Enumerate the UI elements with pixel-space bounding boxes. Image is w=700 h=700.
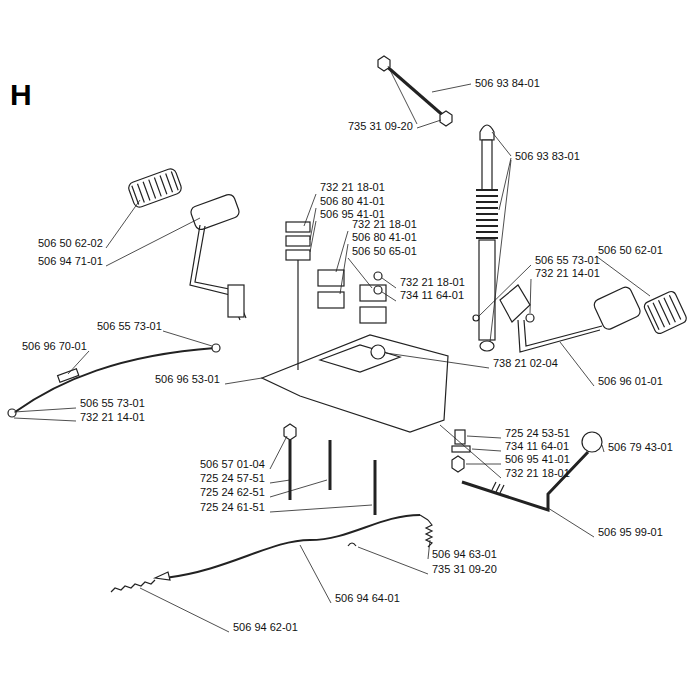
part-number: 725 24 61-51 — [200, 501, 265, 514]
part-number: 732 21 18-01 — [320, 181, 385, 194]
part-number: 506 93 83-01 — [515, 150, 580, 163]
part-number: 506 50 65-01 — [352, 245, 417, 258]
part-number: 506 94 64-01 — [335, 592, 400, 605]
part-number: 506 50 62-01 — [598, 244, 663, 257]
part-number: 732 21 18-01 — [352, 218, 417, 231]
part-number: 506 50 62-02 — [38, 237, 103, 250]
part-number: 725 24 57-51 — [200, 472, 265, 485]
part-number: 735 31 09-20 — [348, 120, 413, 133]
part-number: 506 80 41-01 — [352, 231, 417, 244]
part-number: 732 21 18-01 — [400, 276, 465, 289]
part-number: 506 95 41-01 — [505, 453, 570, 466]
part-number: 725 24 62-51 — [200, 486, 265, 499]
part-number: 506 96 01-01 — [598, 375, 663, 388]
part-number: 725 24 53-51 — [505, 427, 570, 440]
part-number: 735 31 09-20 — [432, 563, 497, 576]
part-number: 506 93 84-01 — [475, 77, 540, 90]
part-number: 506 80 41-01 — [320, 195, 385, 208]
part-number: 734 11 64-01 — [505, 440, 569, 453]
part-number: 506 79 43-01 — [608, 441, 673, 454]
part-number: 506 94 62-01 — [233, 621, 298, 634]
part-number: 734 11 64-01 — [400, 289, 464, 302]
part-number: 506 55 73-01 — [80, 397, 145, 410]
section-letter: H — [10, 78, 32, 112]
part-number: 506 57 01-04 — [200, 458, 265, 471]
part-number: 506 96 53-01 — [155, 373, 220, 386]
part-number: 506 94 71-01 — [38, 255, 103, 268]
part-number: 732 21 14-01 — [535, 267, 600, 280]
part-number: 506 95 99-01 — [598, 526, 663, 539]
part-number: 732 21 18-01 — [505, 467, 570, 480]
part-number: 732 21 14-01 — [80, 411, 145, 424]
part-number: 506 96 70-01 — [22, 340, 87, 353]
part-number: 506 94 63-01 — [432, 548, 497, 561]
part-number: 506 55 73-01 — [97, 320, 162, 333]
part-number: 738 21 02-04 — [493, 357, 558, 370]
part-number: 506 55 73-01 — [535, 254, 600, 267]
